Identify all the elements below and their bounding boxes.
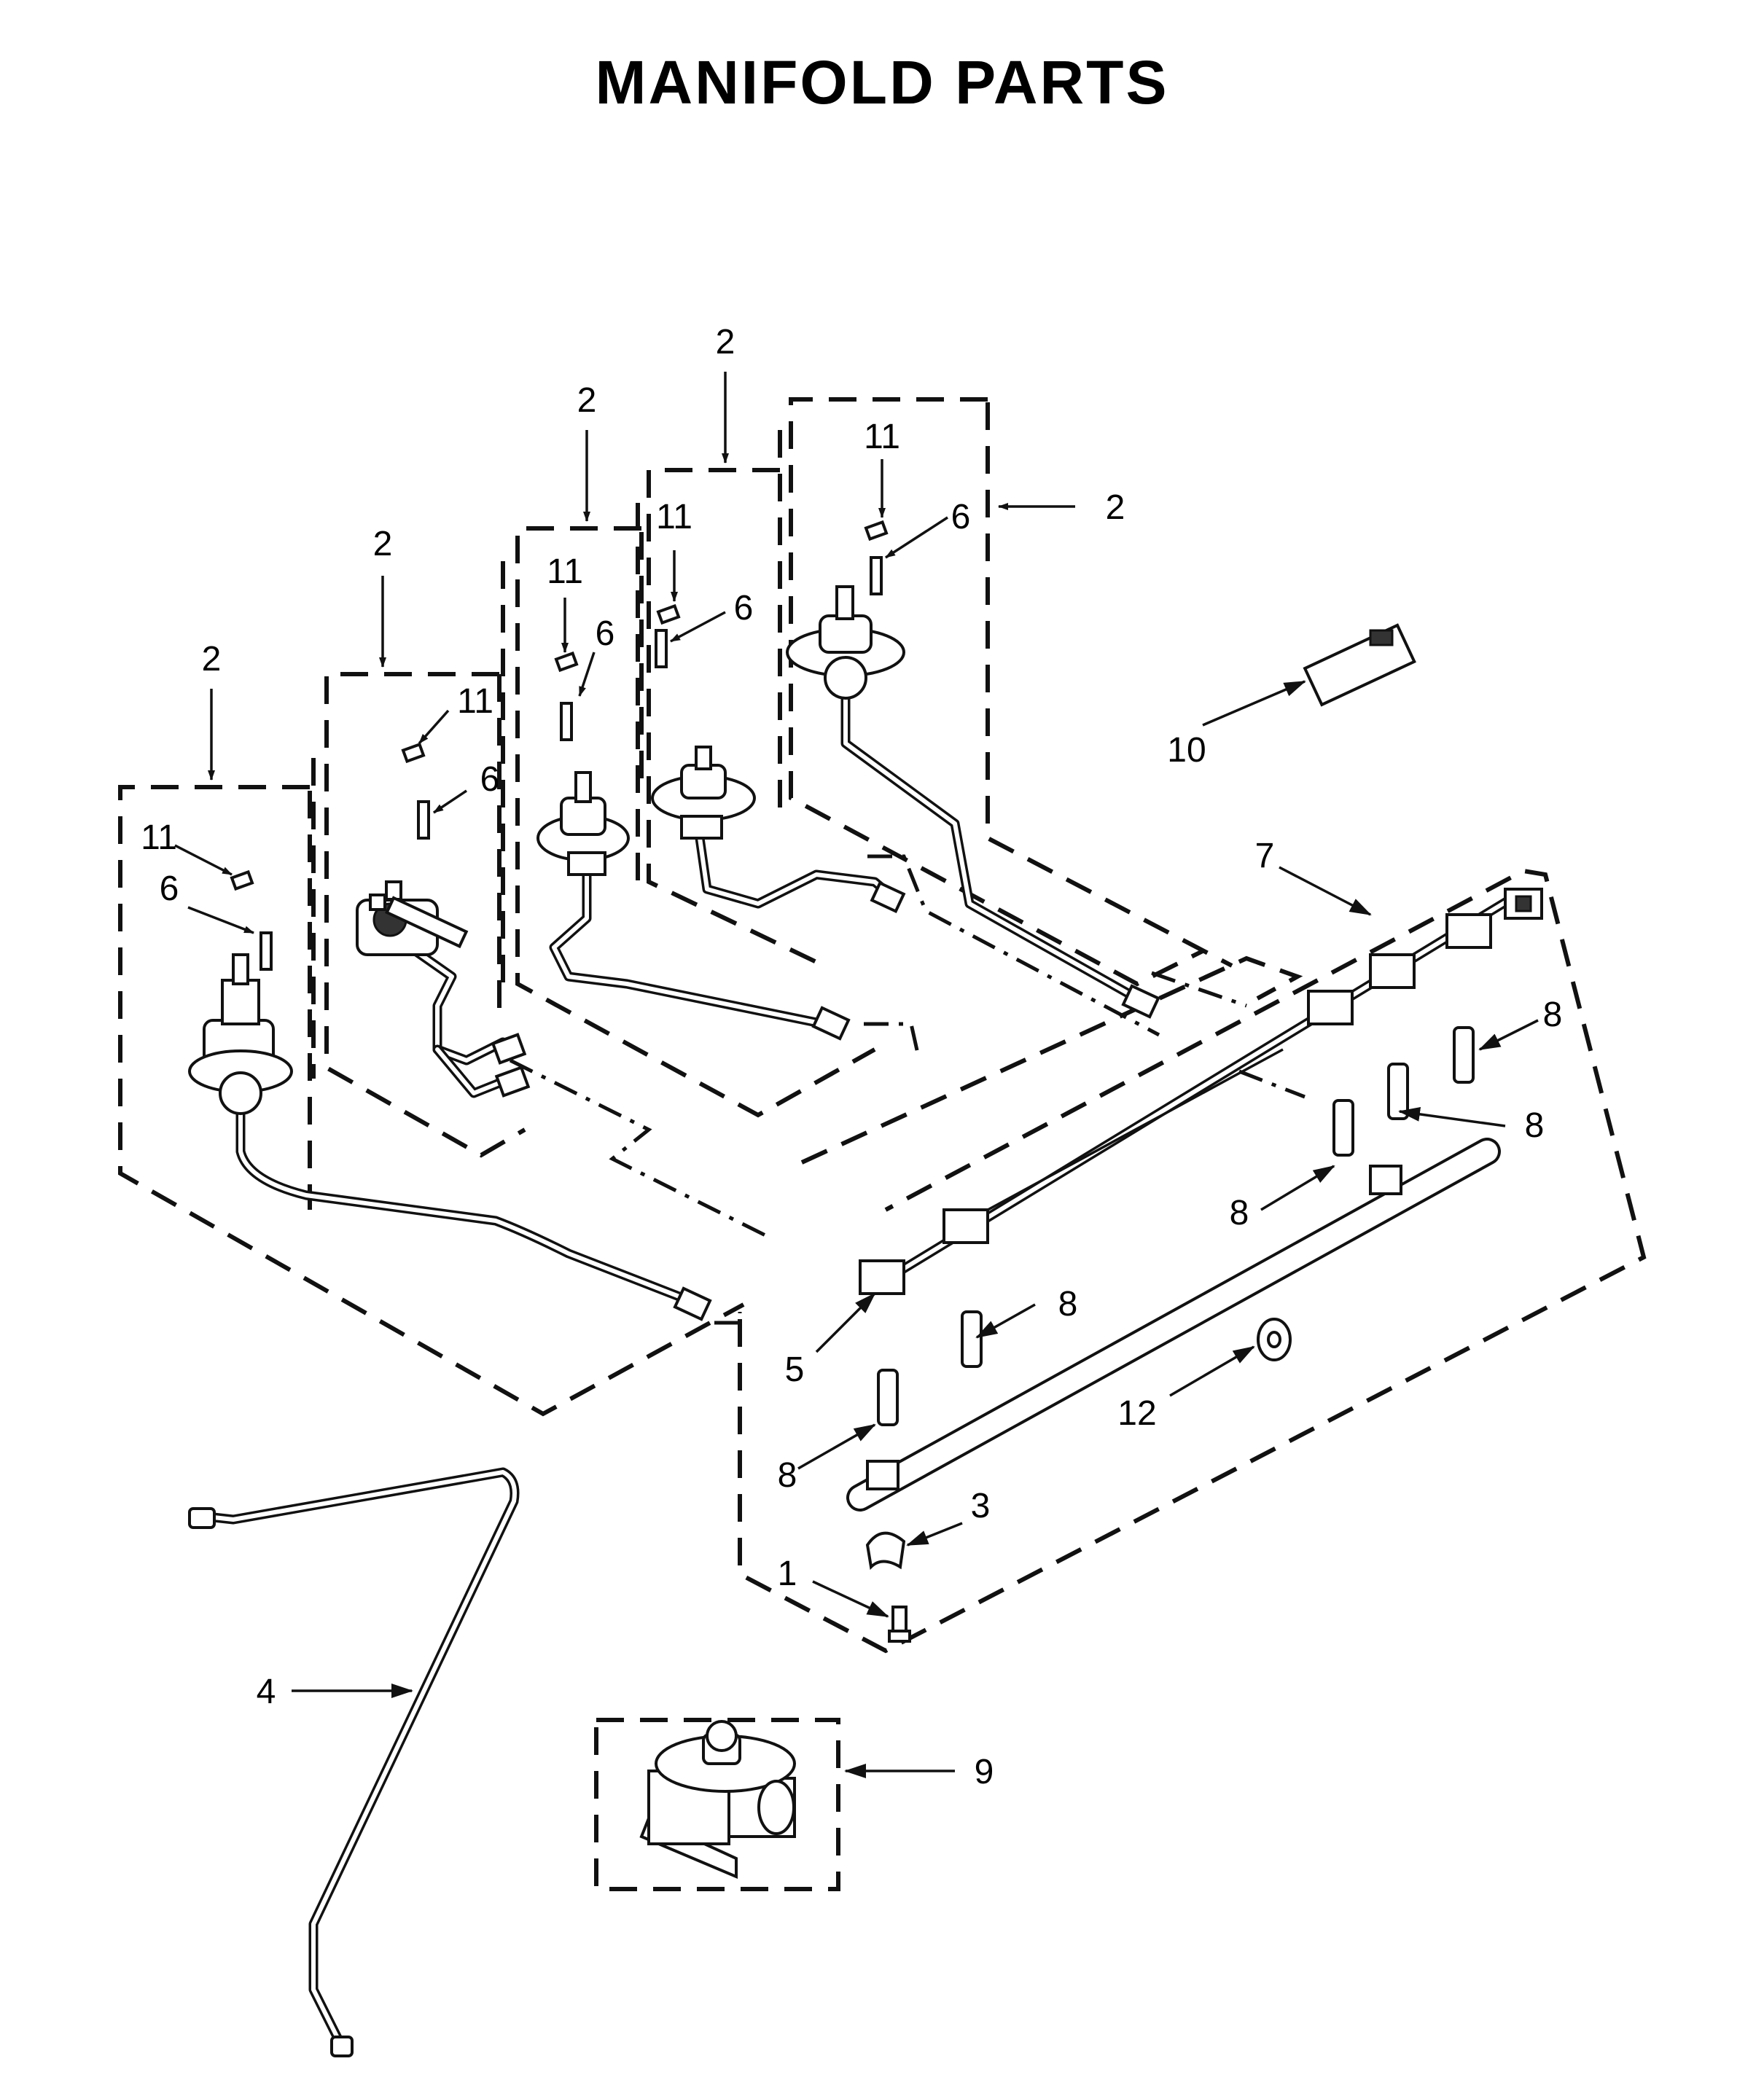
callout-2: 2 <box>373 525 393 563</box>
valve-tube-1 <box>235 1081 705 1310</box>
callout-8: 8 <box>1058 1285 1078 1323</box>
washer <box>1257 1318 1292 1361</box>
callout-2: 2 <box>577 381 597 420</box>
valve-tube-5 <box>840 673 1142 1004</box>
valve-2 <box>356 800 469 956</box>
callout-7: 7 <box>1255 837 1275 875</box>
callout-11: 11 <box>141 818 177 857</box>
ignition-module <box>1303 623 1416 707</box>
valve-1 <box>188 931 293 1115</box>
callout-6: 6 <box>734 589 754 627</box>
callout-leaders <box>174 372 1539 1778</box>
regulator-box <box>594 1718 840 1891</box>
callout-5: 5 <box>785 1350 805 1389</box>
valve-tube-4 <box>695 833 902 909</box>
callout-11: 11 <box>864 418 900 456</box>
callout-6: 6 <box>596 614 615 653</box>
pressure-regulator <box>639 1720 796 1880</box>
callout-10: 10 <box>1167 731 1206 770</box>
callout-12: 12 <box>1117 1394 1156 1433</box>
callout-8: 8 <box>1230 1194 1249 1232</box>
callout-8: 8 <box>1543 996 1563 1034</box>
valve-4 <box>651 629 756 840</box>
callout-11: 11 <box>656 498 692 536</box>
callout-11: 11 <box>457 682 493 721</box>
callout-2: 2 <box>1106 488 1125 527</box>
callout-9: 9 <box>975 1753 994 1791</box>
callout-2: 2 <box>716 323 735 361</box>
valve-group-box-2 <box>311 672 526 1158</box>
manifold-box <box>738 868 1647 1654</box>
valve-group-box-5 <box>778 397 1233 987</box>
mounting-screw <box>888 1606 911 1643</box>
manifold-pipe <box>846 1138 1501 1512</box>
callout-2: 2 <box>202 640 222 679</box>
diagram-title: MANIFOLD PARTS <box>595 48 1168 117</box>
valve-tube-3 <box>549 869 829 1029</box>
valve-group-box-3 <box>501 526 876 1118</box>
callout-8: 8 <box>1525 1106 1545 1145</box>
valve-group-box-1 <box>118 785 745 1417</box>
manifold-clamp <box>865 1531 906 1571</box>
callout-4: 4 <box>257 1673 276 1711</box>
gas-supply-tube <box>188 1467 520 2057</box>
callout-6: 6 <box>480 760 500 799</box>
valve-tube-2 <box>410 946 515 1098</box>
dash-dot-lines <box>509 854 1306 1325</box>
valve-3 <box>536 702 630 876</box>
valve-clips <box>230 520 889 891</box>
tube-fittings <box>491 880 1160 1321</box>
callout-1: 1 <box>778 1555 797 1593</box>
callout-8: 8 <box>778 1456 797 1495</box>
igniter-harness <box>859 888 1543 1295</box>
callout-6: 6 <box>160 869 179 908</box>
callout-3: 3 <box>971 1487 991 1525</box>
callout-11: 11 <box>547 552 583 591</box>
callout-6: 6 <box>951 498 971 536</box>
callout-labels: 2 2 2 2 2 11 11 11 11 11 6 6 6 6 6 10 7 … <box>141 323 1562 1791</box>
valve-5 <box>786 556 905 700</box>
